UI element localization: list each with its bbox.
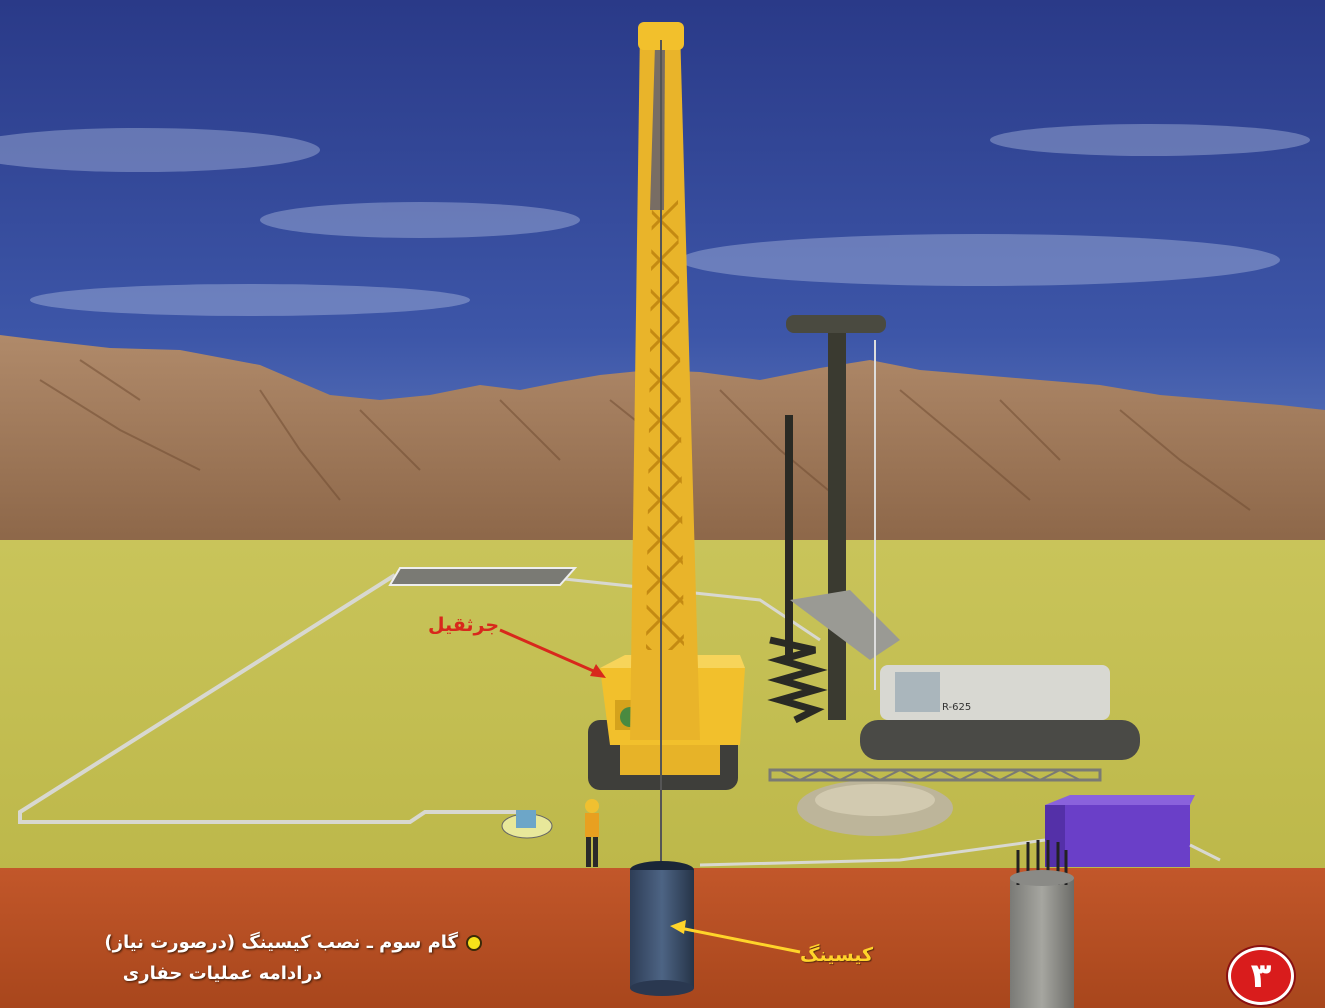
bullet-icon (466, 935, 482, 951)
caption-line-2: درادامه عملیات حفاری (122, 963, 322, 984)
crane-pointer-arrow (499, 628, 606, 678)
concrete-pile (1010, 840, 1074, 1008)
step-number-badge: ۳ (1228, 947, 1294, 1005)
pipe (18, 573, 525, 824)
caption-line-1-text: گام سوم ـ نصب کیسینگ (درصورت نیاز) (104, 932, 458, 953)
rebar-cage (768, 768, 1102, 782)
mountain-ridges (39, 359, 1251, 511)
generator-box (1045, 795, 1195, 867)
casing-label: کیسینگ (800, 944, 874, 966)
svg-text:R-625: R-625 (942, 702, 971, 713)
crane-label: جرثقیل (428, 614, 500, 636)
crane (588, 22, 745, 870)
worker (585, 799, 599, 867)
caption-line-1: گام سوم ـ نصب کیسینگ (درصورت نیاز) (12, 928, 482, 958)
drilling-rig: R-625 (767, 315, 1140, 760)
casing-pointer-arrow (670, 920, 801, 954)
settling-tank (388, 567, 578, 586)
clouds (0, 124, 1310, 316)
step-caption: گام سوم ـ نصب کیسینگ (درصورت نیاز) درادا… (12, 928, 482, 990)
